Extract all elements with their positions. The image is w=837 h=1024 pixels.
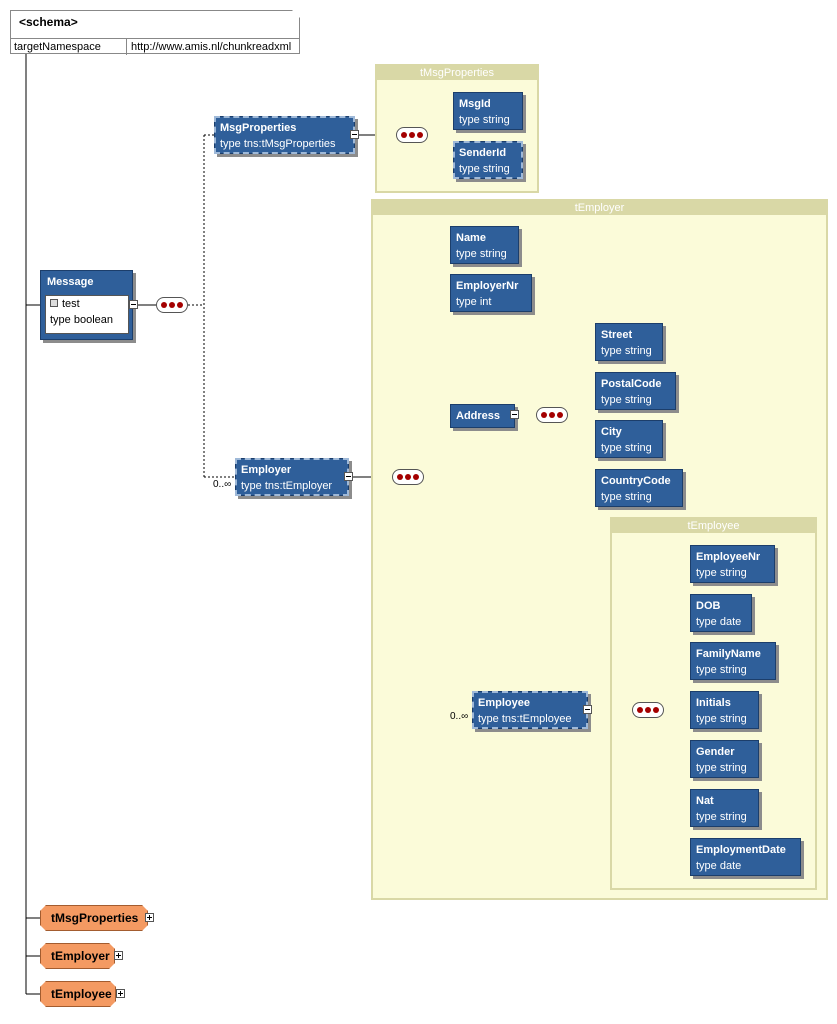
element-name: SenderId xyxy=(459,147,507,159)
sequence-icon xyxy=(392,469,424,485)
element-type: type string xyxy=(696,567,747,579)
global-type-name: tEmployee xyxy=(51,987,112,1001)
element-type: type string xyxy=(601,442,652,454)
collapse-toggle-employee[interactable] xyxy=(583,705,592,714)
element-msgid[interactable]: MsgId type string xyxy=(453,92,523,130)
element-type: type date xyxy=(696,616,742,628)
element-msgproperties[interactable]: MsgProperties type tns:tMsgProperties xyxy=(214,116,355,154)
element-type: type int xyxy=(456,296,492,308)
element-type: type tns:tEmployee xyxy=(478,713,572,725)
global-type-name: tMsgProperties xyxy=(51,911,139,925)
element-employmentdate[interactable]: EmploymentDate type date xyxy=(690,838,801,876)
element-type: type string xyxy=(696,713,747,725)
element-type: type string xyxy=(459,114,510,126)
schema-header: <schema> targetNamespace http://www.amis… xyxy=(10,10,300,55)
element-name: DOB xyxy=(696,600,721,612)
attribute-name: test xyxy=(62,298,80,310)
element-name: Nat xyxy=(696,795,714,807)
cardinality-label: 0..∞ xyxy=(450,711,469,722)
element-type: type string xyxy=(601,394,652,406)
element-name: FamilyName xyxy=(696,648,761,660)
element-name: Employer xyxy=(241,464,292,476)
element-type: type string xyxy=(459,163,510,175)
element-employernr[interactable]: EmployerNr type int xyxy=(450,274,532,312)
element-employer[interactable]: Employer type tns:tEmployer xyxy=(235,458,349,496)
sequence-icon xyxy=(396,127,428,143)
panel-title: tEmployee xyxy=(612,519,815,533)
element-familyname[interactable]: FamilyName type string xyxy=(690,642,776,680)
element-type: type date xyxy=(696,860,742,872)
element-initials[interactable]: Initials type string xyxy=(690,691,759,729)
expand-toggle-temployer[interactable] xyxy=(114,951,123,960)
element-name: City xyxy=(601,426,622,438)
expand-toggle-temployee[interactable] xyxy=(116,989,125,998)
folded-corner xyxy=(292,10,300,18)
element-name: MsgId xyxy=(459,98,491,110)
element-street[interactable]: Street type string xyxy=(595,323,663,361)
element-name: Address xyxy=(456,410,501,422)
element-city[interactable]: City type string xyxy=(595,420,663,458)
element-name: EmploymentDate xyxy=(696,844,786,856)
element-name: EmployeeNr xyxy=(696,551,761,563)
element-name: EmployerNr xyxy=(456,280,519,292)
element-name: Message xyxy=(47,276,94,288)
target-namespace-label: targetNamespace xyxy=(14,41,101,53)
panel-title: tMsgProperties xyxy=(377,66,537,80)
element-name: Initials xyxy=(696,697,731,709)
collapse-toggle-address[interactable] xyxy=(510,410,519,419)
element-nat[interactable]: Nat type string xyxy=(690,789,759,827)
sequence-icon xyxy=(632,702,664,718)
global-type-temployee[interactable]: tEmployee xyxy=(40,981,116,1007)
global-type-name: tEmployer xyxy=(51,949,110,963)
attribute-type: type boolean xyxy=(50,314,113,326)
element-type: type string xyxy=(696,811,747,823)
element-name: MsgProperties xyxy=(220,122,297,134)
column-divider xyxy=(126,39,127,55)
global-type-temployer[interactable]: tEmployer xyxy=(40,943,115,969)
panel-title: tEmployer xyxy=(373,201,826,215)
element-name: Name xyxy=(456,232,486,244)
element-name: PostalCode xyxy=(601,378,662,390)
element-name: CountryCode xyxy=(601,475,671,487)
element-dob[interactable]: DOB type date xyxy=(690,594,752,632)
schema-title: <schema> xyxy=(19,15,78,29)
element-employee[interactable]: Employee type tns:tEmployee xyxy=(472,691,588,729)
element-type: type tns:tEmployer xyxy=(241,480,333,492)
element-countrycode[interactable]: CountryCode type string xyxy=(595,469,683,507)
element-type: type tns:tMsgProperties xyxy=(220,138,336,150)
element-employeenr[interactable]: EmployeeNr type string xyxy=(690,545,775,583)
element-type: type string xyxy=(601,345,652,357)
global-type-tmsgproperties[interactable]: tMsgProperties xyxy=(40,905,148,931)
element-name: Employee xyxy=(478,697,530,709)
sequence-icon xyxy=(536,407,568,423)
collapse-toggle-employer[interactable] xyxy=(344,472,353,481)
element-name-field[interactable]: Name type string xyxy=(450,226,519,264)
collapse-toggle-msgproperties[interactable] xyxy=(350,130,359,139)
element-type: type string xyxy=(601,491,652,503)
sequence-icon xyxy=(156,297,188,313)
element-postalcode[interactable]: PostalCode type string xyxy=(595,372,676,410)
element-name: Street xyxy=(601,329,633,341)
element-type: type string xyxy=(456,248,507,260)
element-type: type string xyxy=(696,762,747,774)
target-namespace-value: http://www.amis.nl/chunkreadxml xyxy=(131,41,292,53)
element-address[interactable]: Address xyxy=(450,404,515,428)
element-gender[interactable]: Gender type string xyxy=(690,740,759,778)
element-type: type string xyxy=(696,664,747,676)
schema-attribute-row: targetNamespace http://www.amis.nl/chunk… xyxy=(11,38,299,55)
element-senderid[interactable]: SenderId type string xyxy=(453,141,523,179)
collapse-toggle-message[interactable] xyxy=(129,300,138,309)
element-name: Gender xyxy=(696,746,735,758)
attribute-icon xyxy=(50,299,58,307)
expand-toggle-tmsgproperties[interactable] xyxy=(145,913,154,922)
element-message[interactable]: Message test type boolean xyxy=(40,270,133,340)
attribute-box: test type boolean xyxy=(45,295,129,334)
cardinality-label: 0..∞ xyxy=(213,479,232,490)
